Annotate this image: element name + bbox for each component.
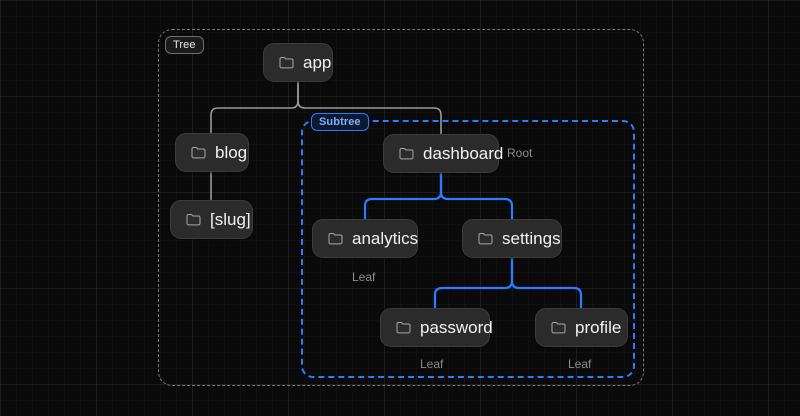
node-password[interactable]: password (380, 308, 493, 347)
node-profile[interactable]: profile (535, 308, 628, 347)
annotation-leaf-analytics: Leaf (352, 270, 376, 284)
group-tree[interactable]: Tree (158, 29, 644, 386)
node-label: blog (215, 142, 248, 162)
folder-icon (478, 232, 493, 245)
annotation-leaf-password: Leaf (420, 357, 444, 371)
folder-icon (186, 213, 201, 226)
node-settings[interactable]: settings (462, 219, 562, 258)
group-subtree-badge: Subtree (311, 113, 369, 131)
node-blog[interactable]: blog (175, 133, 249, 172)
node-app[interactable]: app (263, 43, 333, 82)
folder-icon (328, 232, 343, 245)
folder-icon (551, 321, 566, 334)
node-label: settings (502, 228, 561, 248)
folder-icon (191, 146, 206, 159)
node-analytics[interactable]: analytics (312, 219, 418, 258)
node-label: profile (575, 317, 622, 337)
group-tree-badge: Tree (165, 36, 204, 54)
node-dashboard[interactable]: dashboard (383, 134, 503, 173)
annotation-leaf-profile: Leaf (568, 357, 592, 371)
folder-icon (399, 147, 414, 160)
node-label: analytics (352, 228, 419, 248)
annotation-root: Root (507, 146, 533, 160)
node-label: [slug] (210, 209, 251, 229)
node-label: password (420, 317, 493, 337)
folder-icon (279, 56, 294, 69)
node-label: app (303, 52, 332, 72)
node-label: dashboard (423, 143, 504, 163)
node-slug[interactable]: [slug] (170, 200, 253, 239)
group-subtree[interactable]: Subtree (301, 113, 635, 378)
folder-icon (396, 321, 411, 334)
